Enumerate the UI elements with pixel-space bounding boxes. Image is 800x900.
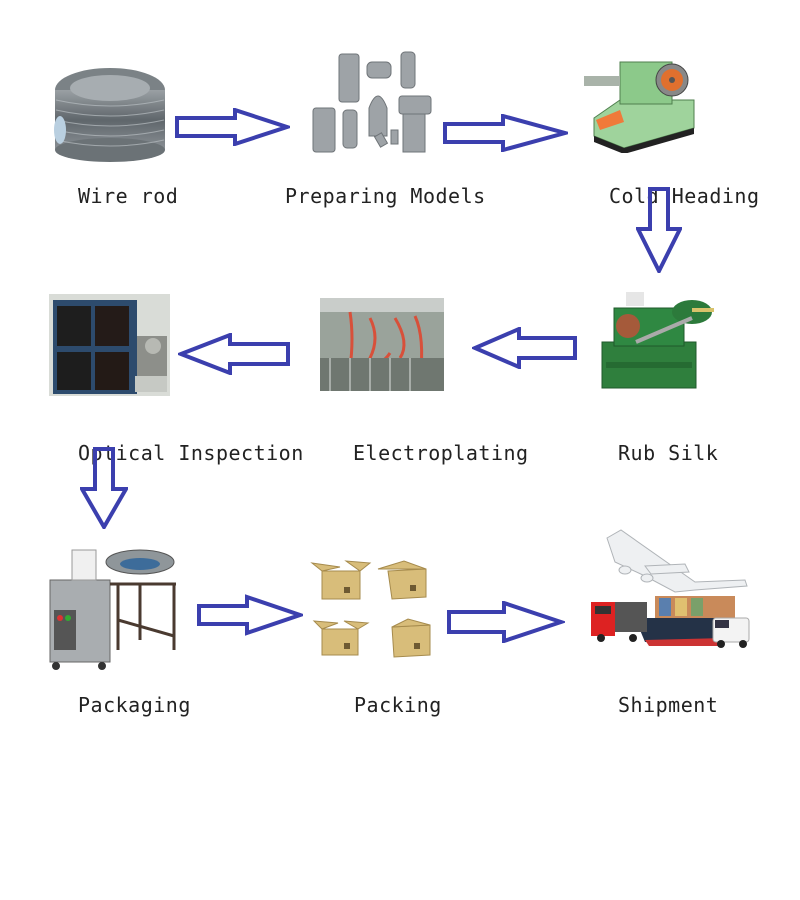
step-label-shipment: Shipment bbox=[618, 693, 719, 717]
arrow-right-icon bbox=[175, 108, 290, 146]
cold-heading-machine-image bbox=[580, 48, 700, 153]
wire-coil-image bbox=[48, 60, 168, 170]
step-label-optical-inspection: Optical Inspection bbox=[78, 441, 304, 465]
step-label-packing: Packing bbox=[354, 693, 442, 717]
cardboard-boxes-image bbox=[308, 553, 443, 663]
step-label-rub-silk: Rub Silk bbox=[618, 441, 719, 465]
arrow-down-icon bbox=[636, 187, 682, 273]
arrow-down-icon bbox=[80, 447, 128, 529]
step-label-preparing-models: Preparing Models bbox=[285, 184, 486, 208]
steel-die-parts-image bbox=[305, 48, 440, 153]
thread-rolling-machine-image bbox=[596, 284, 716, 394]
electroplating-line-image bbox=[320, 298, 444, 391]
optical-sorting-machine-image bbox=[49, 294, 170, 396]
step-label-cold-heading: Cold Heading bbox=[609, 184, 760, 208]
step-label-electroplating: Electroplating bbox=[353, 441, 529, 465]
arrow-left-icon bbox=[472, 327, 578, 369]
arrow-right-icon bbox=[197, 594, 303, 636]
step-label-wire-rod: Wire rod bbox=[78, 184, 179, 208]
arrow-left-icon bbox=[178, 333, 290, 375]
step-label-packaging: Packaging bbox=[78, 693, 191, 717]
packaging-machine-image bbox=[40, 540, 180, 672]
arrow-right-icon bbox=[443, 114, 568, 152]
shipment-vehicles-image bbox=[585, 520, 765, 655]
arrow-right-icon bbox=[447, 601, 565, 643]
